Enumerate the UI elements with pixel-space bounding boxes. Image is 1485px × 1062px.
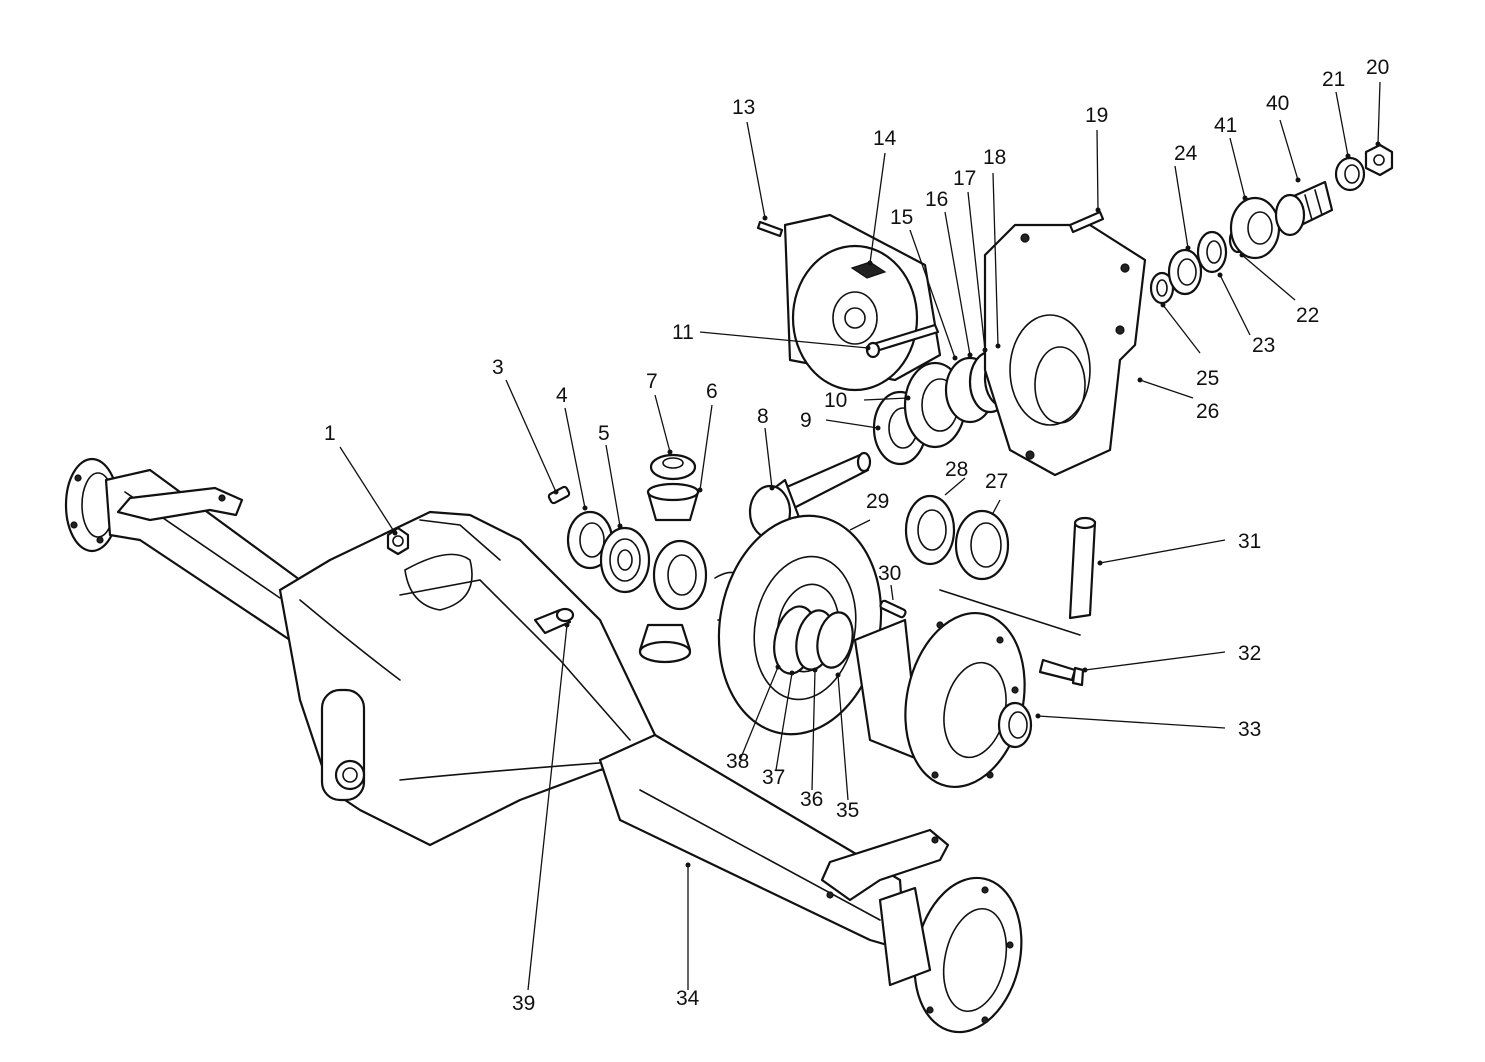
diff-pinion-lower (638, 623, 692, 664)
label-10: 10 (824, 389, 847, 412)
label-5: 5 (598, 422, 610, 445)
pin-shaft-31 (1068, 516, 1097, 620)
label-38: 38 (726, 750, 749, 773)
shims-35-38 (773, 605, 854, 675)
roll-pin-30 (879, 599, 907, 619)
label-29: 29 (866, 490, 889, 513)
label-34: 34 (676, 987, 700, 1010)
pinion-housing-26 (983, 223, 1147, 477)
bearing-23 (1196, 230, 1228, 274)
label-16: 16 (925, 188, 948, 211)
bolt-32 (1038, 658, 1085, 687)
label-35: 35 (836, 799, 859, 822)
label-36: 36 (800, 788, 823, 811)
label-19: 19 (1085, 104, 1108, 127)
label-41: 41 (1214, 114, 1237, 137)
spacer-24 (1167, 248, 1203, 296)
thrust-washer-7 (649, 453, 697, 481)
label-25: 25 (1196, 367, 1219, 390)
label-23: 23 (1252, 334, 1275, 357)
bolt-11 (865, 323, 940, 359)
filler-plug-1 (386, 526, 410, 556)
label-27: 27 (985, 470, 1008, 493)
label-13: 13 (732, 96, 755, 119)
washer-21 (1334, 156, 1366, 192)
label-22: 22 (1296, 304, 1319, 327)
label-28: 28 (945, 458, 968, 481)
label-15: 15 (890, 206, 913, 229)
part-labels: 1 3 4 5 7 6 8 9 10 11 13 14 15 16 17 18 … (324, 56, 1389, 1015)
leader-lines (339, 81, 1381, 991)
bearing-cup-27 (954, 509, 1010, 581)
nut-20 (1364, 143, 1394, 177)
screw-13 (756, 220, 784, 238)
label-30: 30 (878, 562, 901, 585)
label-39: 39 (512, 992, 535, 1015)
pin-guide-line (939, 589, 1081, 636)
label-9: 9 (800, 409, 812, 432)
axle-housing (64, 457, 1023, 1034)
label-32: 32 (1238, 642, 1261, 665)
label-33: 33 (1238, 718, 1261, 741)
label-26: 26 (1196, 400, 1219, 423)
label-20: 20 (1366, 56, 1389, 79)
label-1: 1 (324, 422, 336, 445)
flange-40 (1274, 180, 1334, 237)
bearing-28 (904, 494, 956, 566)
label-6: 6 (706, 380, 718, 403)
leader-dots (392, 141, 1381, 868)
label-7: 7 (646, 370, 658, 393)
label-11: 11 (672, 321, 694, 344)
label-21: 21 (1322, 68, 1345, 91)
seal-41 (1229, 196, 1281, 260)
label-31: 31 (1238, 530, 1261, 553)
stud-39 (533, 607, 575, 635)
pin-3 (547, 485, 571, 505)
side-gear-5 (599, 526, 651, 594)
diff-carrier-33 (853, 611, 1033, 789)
label-37: 37 (762, 766, 785, 789)
diff-pinion-6 (646, 482, 700, 522)
side-gear-2 (652, 539, 708, 611)
screw-19 (1068, 210, 1105, 234)
label-8: 8 (757, 405, 769, 428)
cover-plate-14 (783, 213, 942, 392)
label-14: 14 (873, 127, 897, 150)
label-18: 18 (983, 146, 1006, 169)
label-40: 40 (1266, 92, 1289, 115)
label-17: 17 (953, 167, 976, 190)
label-3: 3 (492, 356, 504, 379)
label-4: 4 (556, 384, 568, 407)
label-24: 24 (1174, 142, 1198, 165)
